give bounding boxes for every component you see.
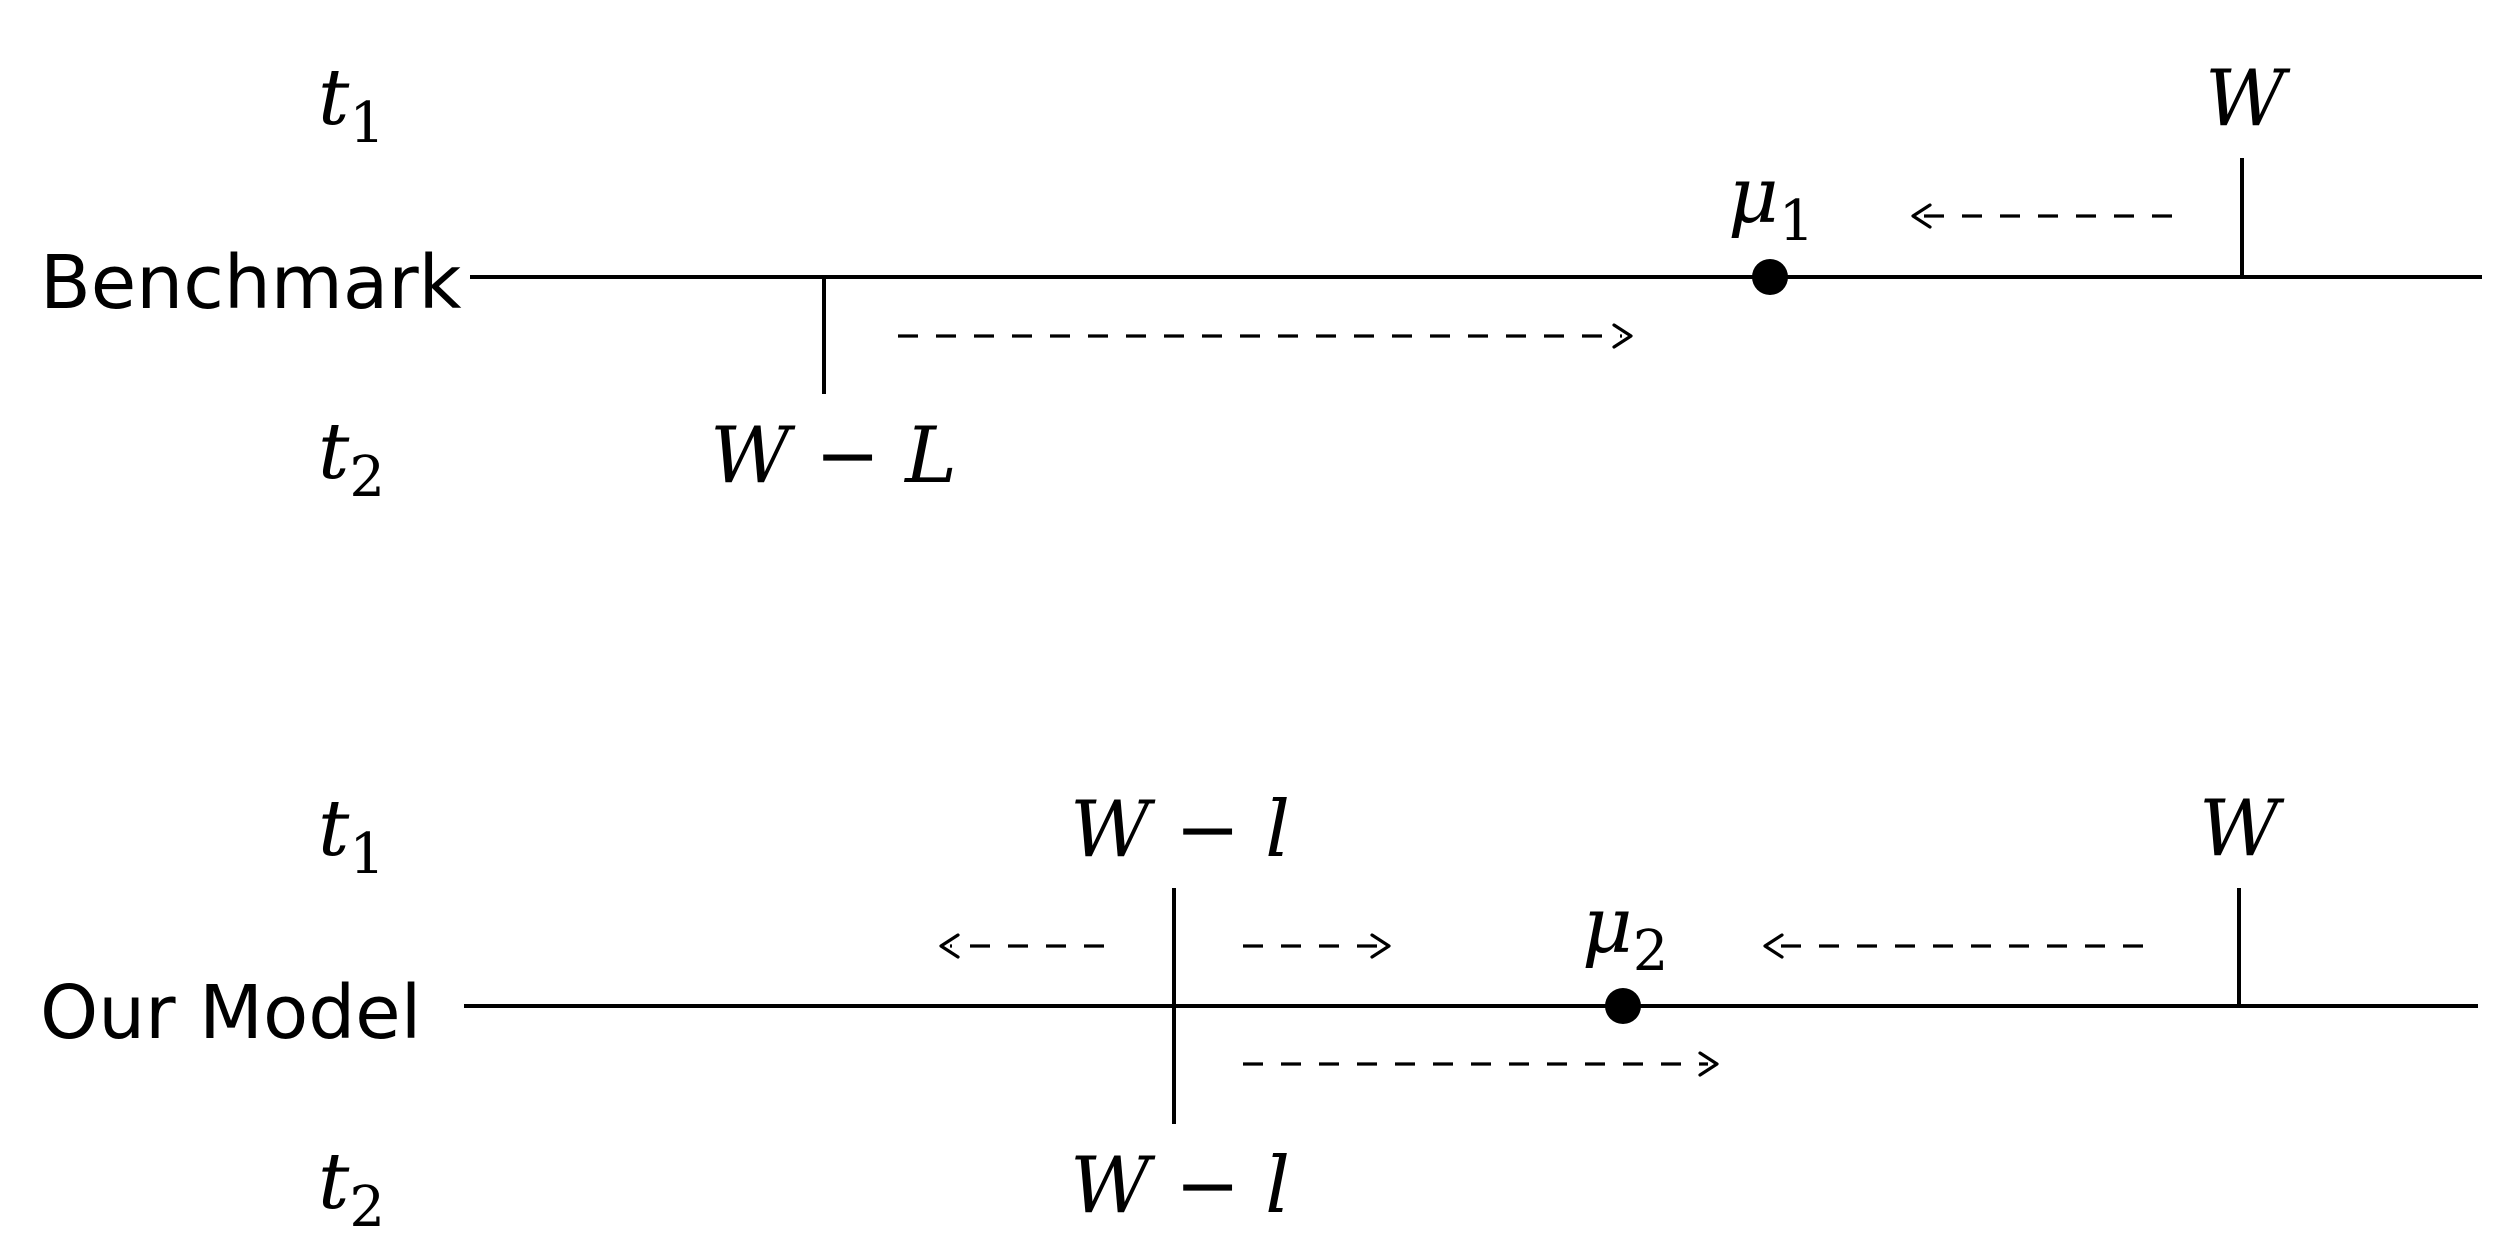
model-left-toward-mu-arrow (1763, 933, 2143, 959)
benchmark-t1-label: t1 (318, 53, 385, 156)
benchmark-right-arrow (898, 323, 1633, 349)
model-mu2-point (1605, 988, 1641, 1024)
benchmark-left-arrow (1911, 203, 2172, 229)
benchmark-mu1-point (1752, 259, 1788, 295)
benchmark-panel: t1 Benchmark t2 W W − L μ1 (40, 53, 2482, 510)
model-right-lower-arrow (1243, 1051, 1719, 1077)
model-t2-label: t2 (318, 1137, 385, 1240)
benchmark-mu1-label: μ1 (1728, 151, 1814, 254)
benchmark-t2-label: t2 (318, 407, 385, 510)
model-right-of-cutoff-arrow (1243, 933, 1391, 959)
benchmark-w-label: W (2205, 54, 2291, 144)
benchmark-w-minus-l-label: W − L (710, 411, 957, 501)
model-w-minus-l-bottom-label: W − l (1070, 1141, 1290, 1231)
model-w-minus-l-top-label: W − l (1070, 785, 1290, 875)
model-t1-label: t1 (318, 784, 385, 887)
model-row-label: Our Model (40, 970, 421, 1056)
model-panel: t1 Our Model t2 W W − l W − l μ2 (40, 784, 2478, 1240)
model-w-label: W (2199, 784, 2285, 874)
model-mu2-label: μ2 (1582, 881, 1668, 984)
benchmark-row-label: Benchmark (40, 240, 462, 326)
model-left-of-cutoff-arrow (939, 933, 1104, 959)
